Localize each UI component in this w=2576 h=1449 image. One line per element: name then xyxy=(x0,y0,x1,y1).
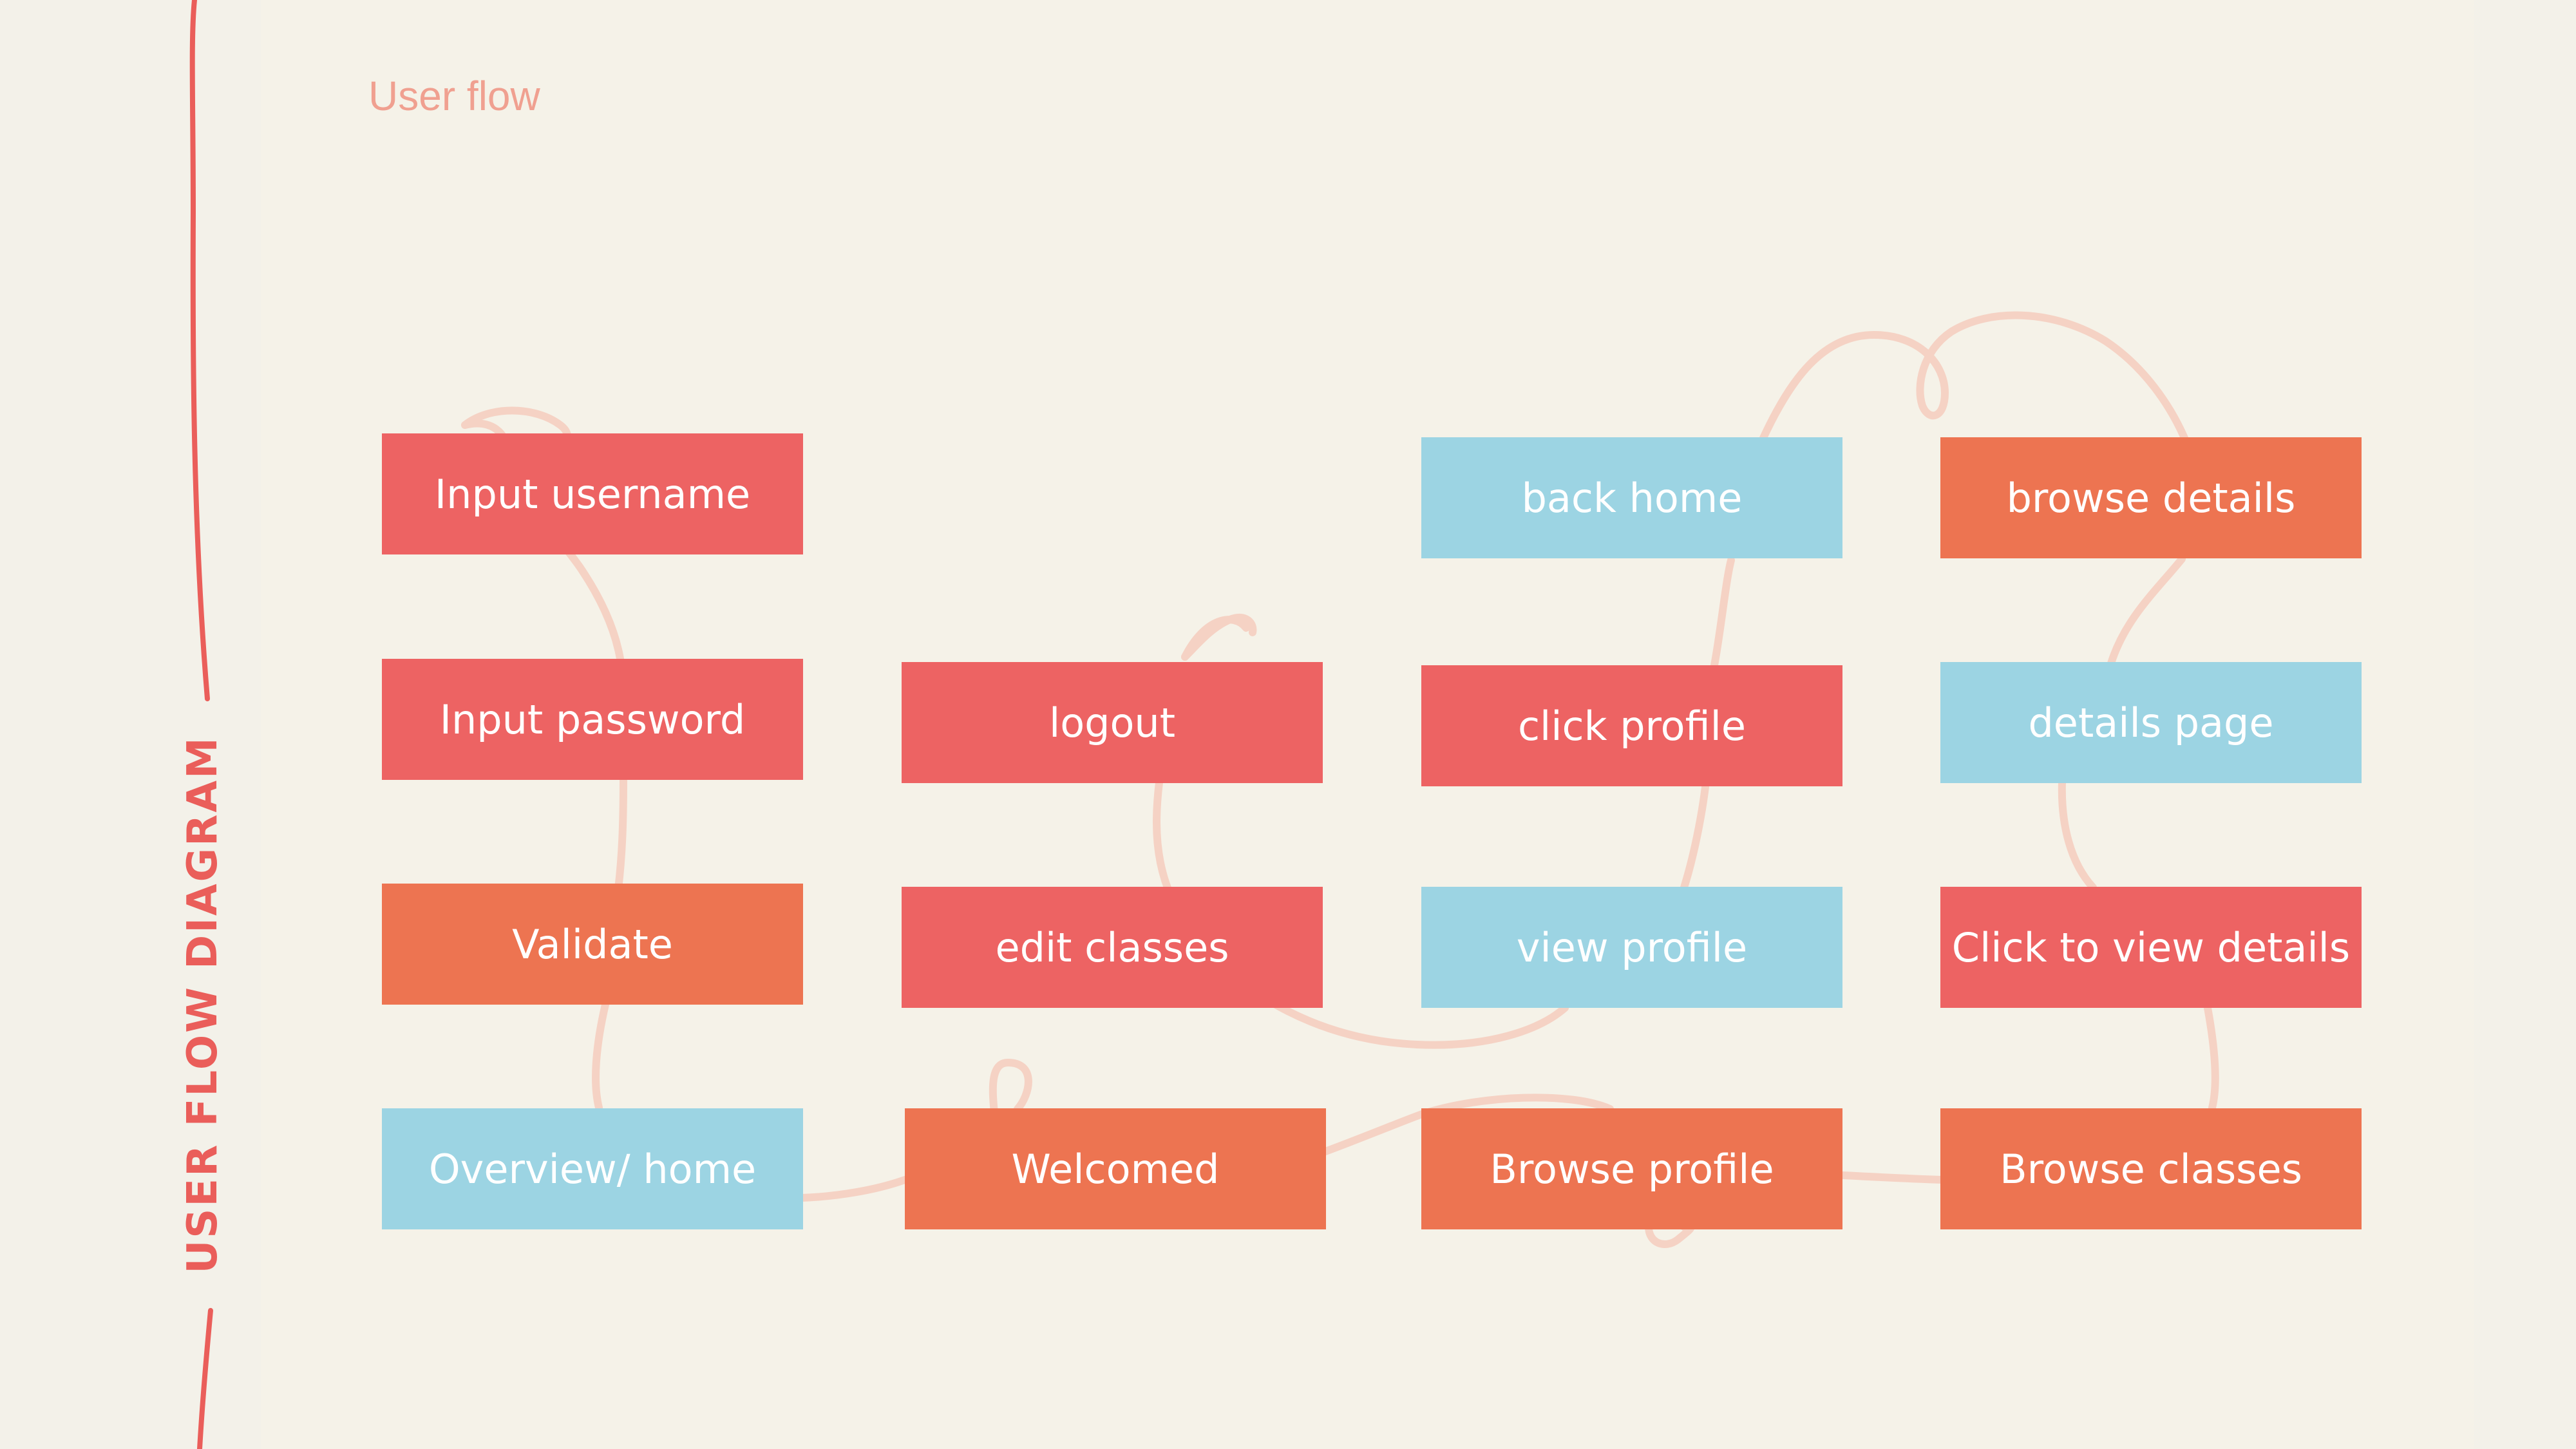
node-view-profile: view profile xyxy=(1421,887,1842,1008)
connector-details-click-view xyxy=(2058,779,2097,891)
connector-browse-details-details-page xyxy=(2107,555,2186,667)
node-back-home: back home xyxy=(1421,437,1842,558)
node-validate: Validate xyxy=(382,884,803,1005)
accent-line-top xyxy=(189,0,210,701)
node-overview-home: Overview/ home xyxy=(382,1108,803,1229)
connector-browse-profile-loop xyxy=(1645,1223,1695,1249)
node-welcomed: Welcomed xyxy=(905,1108,1326,1229)
connector-overview-welcomed xyxy=(798,1176,909,1202)
node-input-username: Input username xyxy=(382,433,803,554)
right-margin xyxy=(2474,0,2576,1449)
node-input-password: Input password xyxy=(382,659,803,780)
node-click-profile: click profile xyxy=(1421,665,1842,786)
node-logout: logout xyxy=(902,662,1323,783)
diagram-subtitle: User flow xyxy=(368,73,540,119)
connector-browse-profile-classes xyxy=(1839,1171,1946,1184)
connector-click-profile-back-home xyxy=(1710,556,1735,669)
connector-click-view-browse-classes xyxy=(2204,1004,2219,1112)
connector-view-click-profile xyxy=(1680,783,1709,891)
connector-password-validate xyxy=(614,775,627,893)
diagram-side-title: USER FLOW DIAGRAM xyxy=(179,735,227,1274)
node-browse-classes: Browse classes xyxy=(1940,1108,2362,1229)
node-click-to-view-details: Click to view details xyxy=(1940,887,2362,1008)
connector-welcomed-loop xyxy=(989,1059,1032,1128)
node-edit-classes: edit classes xyxy=(902,887,1323,1008)
connector-back-home-browse-details xyxy=(1759,311,2188,442)
connector-validate-overview xyxy=(592,1001,609,1112)
connector-logout-top xyxy=(1181,613,1257,661)
node-browse-details: browse details xyxy=(1940,437,2362,558)
left-margin xyxy=(0,0,261,1449)
node-details-page: details page xyxy=(1940,662,2362,783)
accent-line-bottom xyxy=(197,1308,213,1449)
node-browse-profile: Browse profile xyxy=(1421,1108,1842,1229)
